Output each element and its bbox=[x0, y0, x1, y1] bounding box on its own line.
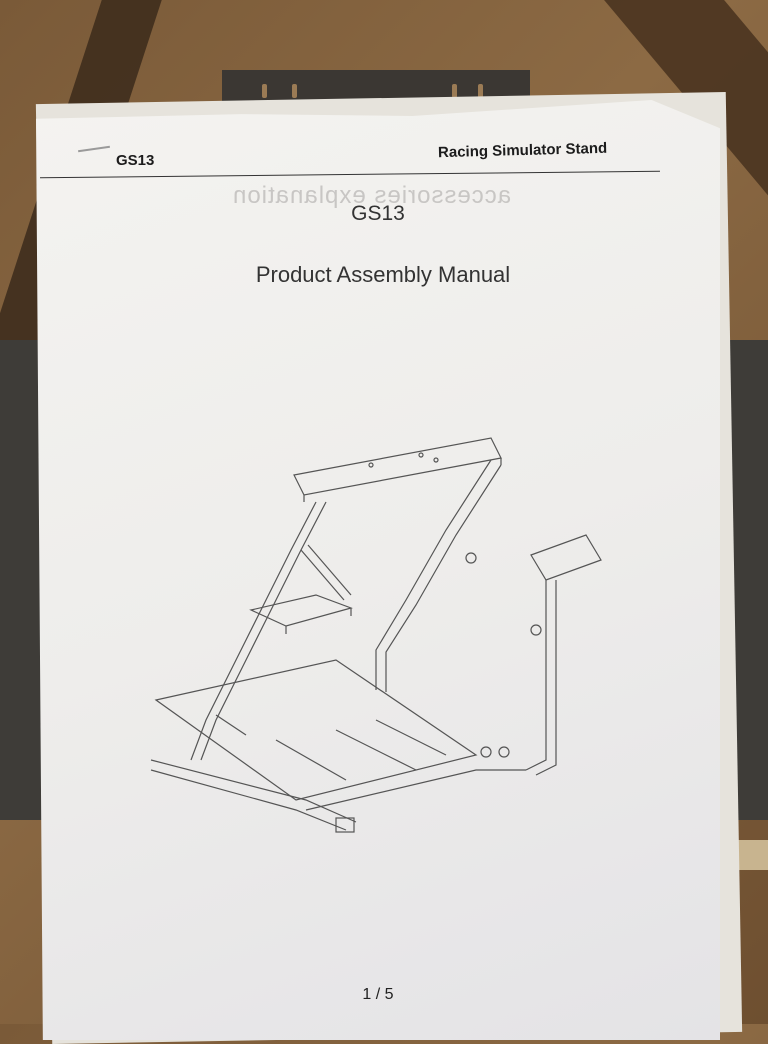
staple-icon bbox=[78, 145, 110, 153]
page-title: Product Assembly Manual bbox=[255, 262, 511, 287]
page-number: 1 / 5 bbox=[362, 986, 394, 1003]
model-name: GS13 bbox=[351, 202, 405, 225]
header-divider bbox=[40, 170, 660, 179]
racing-stand-illustration-icon bbox=[150, 437, 602, 833]
manual-page: GS13 Racing Simulator Stand accessories … bbox=[36, 100, 720, 1040]
header-model: GS13 bbox=[116, 152, 155, 169]
header-product-name: Racing Simulator Stand bbox=[437, 139, 608, 162]
